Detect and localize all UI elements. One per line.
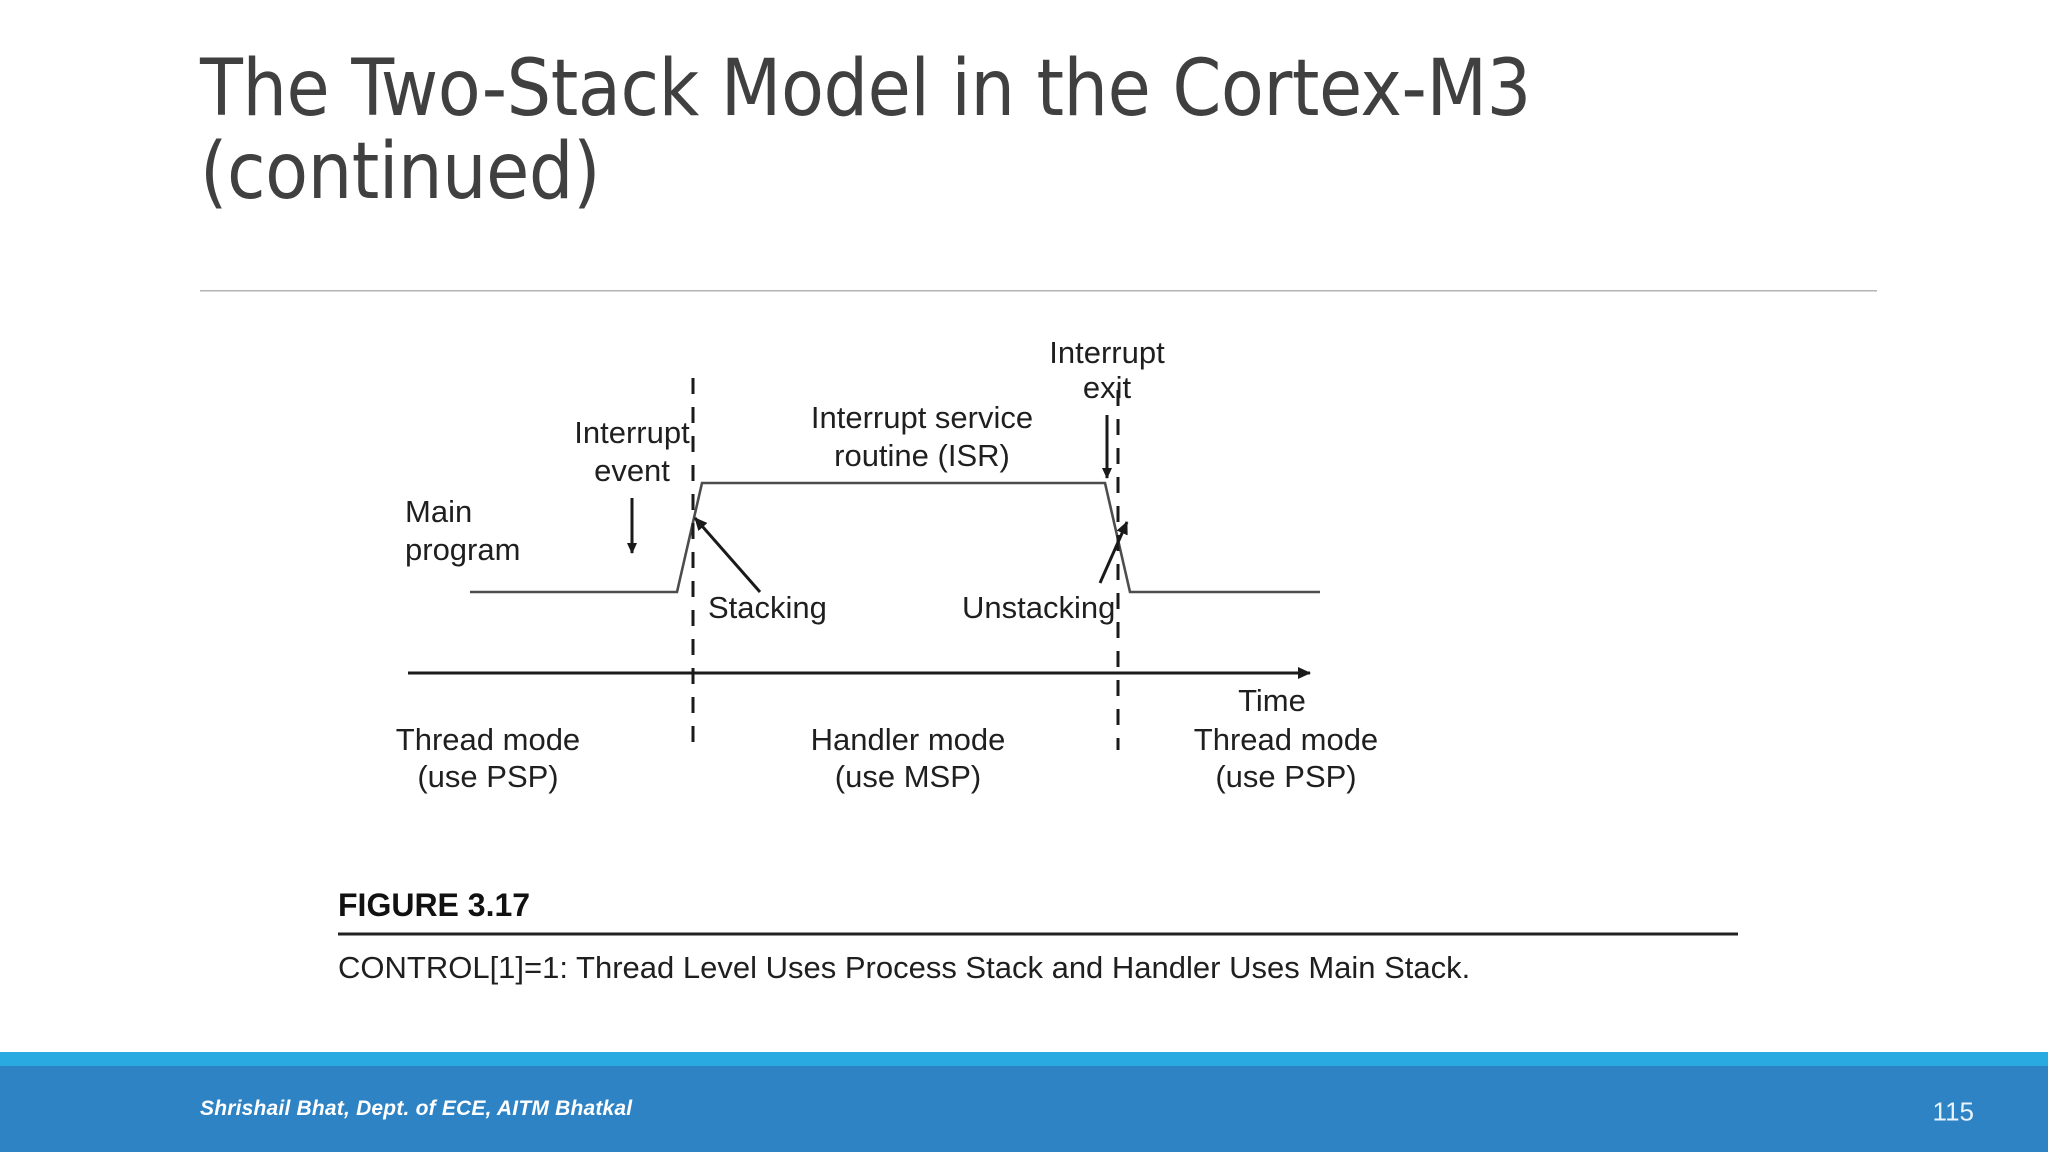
interrupt-event-label-line1: Interrupt [574, 415, 690, 450]
page-title: The Two-Stack Model in the Cortex-M3 (co… [200, 44, 1531, 217]
unstacking-label: Unstacking [962, 590, 1115, 625]
isr-label-line2: routine (ISR) [834, 438, 1010, 473]
mode-label-right-line1: Thread mode [1194, 722, 1378, 757]
figure-number-label: FIGURE 3.17 [338, 887, 530, 923]
mode-label-left-line2: (use PSP) [417, 759, 558, 794]
mode-label-middle-line1: Handler mode [811, 722, 1006, 757]
mode-label-middle-line2: (use MSP) [835, 759, 981, 794]
time-axis-label: Time [1238, 683, 1306, 718]
interrupt-event-label-line2: event [594, 453, 670, 488]
main-program-label-line2: program [405, 532, 520, 567]
figure-container: Interrupt exit Interrupt service routine… [0, 300, 2048, 1020]
isr-label-line1: Interrupt service [811, 400, 1033, 435]
main-program-label-line1: Main [405, 494, 472, 529]
interrupt-exit-label-line1: Interrupt [1049, 335, 1165, 370]
mode-label-left-line1: Thread mode [396, 722, 580, 757]
footer-band [0, 1066, 2048, 1152]
figure-caption: CONTROL[1]=1: Thread Level Uses Process … [338, 950, 1470, 985]
mode-label-right-line2: (use PSP) [1215, 759, 1356, 794]
two-stack-model-diagram: Interrupt exit Interrupt service routine… [338, 335, 1738, 985]
execution-trace-line [470, 481, 1320, 594]
stacking-callout-arrow [693, 517, 762, 593]
stacking-label: Stacking [708, 590, 827, 625]
footer-accent-bar [0, 1052, 2048, 1066]
unstacking-callout-arrow [1098, 521, 1129, 584]
footer-attribution: Shrishail Bhat, Dept. of ECE, AITM Bhatk… [200, 1097, 633, 1120]
slide-page-number: 115 [1932, 1096, 1974, 1127]
title-divider [200, 290, 1877, 292]
interrupt-exit-label-line2: exit [1083, 370, 1132, 405]
